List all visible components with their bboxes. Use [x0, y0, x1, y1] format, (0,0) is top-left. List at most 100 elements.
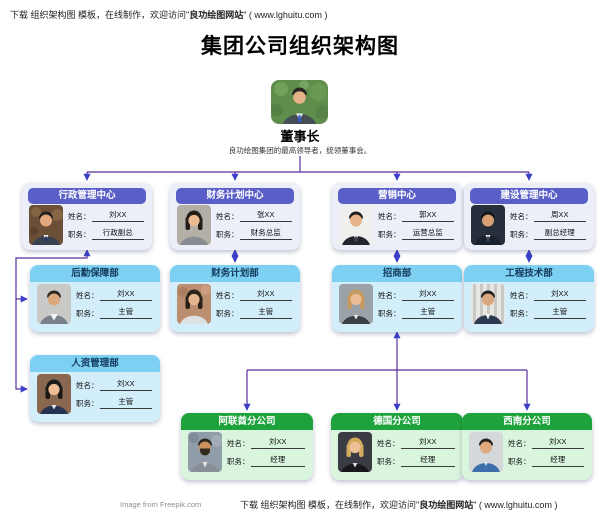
dept-header: 行政管理中心	[28, 188, 146, 204]
logistics-photo	[37, 284, 71, 324]
chairman-desc: 良功绘图集团的最高领导者，统领董事会。	[228, 146, 372, 155]
name-field: 姓名： 刘XX	[216, 290, 292, 301]
name-field: 姓名： 刘XX	[508, 438, 584, 449]
dept-card-admin-center: 行政管理中心 姓名： 刘XX 职务： 行政副总	[22, 183, 152, 250]
dept-header: 后勤保障部	[30, 265, 160, 282]
page-title: 集团公司组织架构图	[201, 35, 399, 58]
name-value: 刘XX	[401, 290, 454, 301]
marketing-center-photo	[339, 205, 373, 245]
fields: 姓名： 郭XX 职务： 运营总监	[378, 210, 454, 240]
role-value: 主管	[533, 308, 586, 319]
name-value: 刘XX	[400, 438, 455, 449]
role-field: 职务： 主管	[378, 308, 454, 319]
dept-header: 营销中心	[338, 188, 456, 204]
southwest-branch-photo	[469, 432, 503, 472]
engineering-photo	[471, 284, 505, 324]
dept-header: 人资管理部	[30, 355, 160, 372]
role-field: 职务： 运营总监	[378, 229, 454, 240]
role-value: 主管	[99, 398, 152, 409]
name-value: 刘XX	[531, 438, 584, 449]
role-label: 职务：	[76, 309, 99, 318]
footer-note: 下载 组织架构图 模板，在线制作，欢迎访问"良功绘图网站" ( www.lghu…	[240, 498, 557, 511]
name-field: 姓名： 刘XX	[76, 290, 152, 301]
hr-photo	[37, 374, 71, 414]
role-label: 职务：	[216, 230, 239, 239]
dept-card-marketing-center: 营销中心 姓名： 郭XX 职务： 运营总监	[332, 183, 462, 250]
role-label: 职务：	[378, 230, 401, 239]
role-value: 经理	[531, 456, 584, 467]
chairman-photo	[271, 80, 328, 124]
role-label: 职务：	[227, 457, 250, 466]
dept-card-body: 姓名： 郭XX 职务： 运营总监	[332, 205, 462, 245]
name-value: 刘XX	[99, 290, 152, 301]
footer-note-brand: 良功绘图网站	[419, 500, 474, 510]
dept-card-germany-branch: 德国分公司 姓名： 刘XX 职务： 经理	[331, 413, 463, 480]
finance-planning-photo	[177, 284, 211, 324]
name-field: 姓名： 张XX	[216, 211, 292, 222]
germany-branch-photo	[338, 432, 372, 472]
role-value: 主管	[401, 308, 454, 319]
investment-photo	[339, 284, 373, 324]
dept-card-body: 姓名： 刘XX 职务： 主管	[170, 284, 300, 324]
name-value: 刘XX	[91, 211, 144, 222]
name-value: 刘XX	[250, 438, 305, 449]
fields: 姓名： 刘XX 职务： 主管	[76, 289, 152, 319]
name-value: 张XX	[239, 211, 292, 222]
dept-header: 阿联酋分公司	[181, 413, 313, 430]
dept-card-body: 姓名： 刘XX 职务： 经理	[181, 432, 313, 472]
role-field: 职务： 财务总监	[216, 229, 292, 240]
role-field: 职务： 经理	[377, 456, 455, 467]
top-note-prefix: 下载 组织架构图 模板，在线制作，欢迎访问"	[10, 10, 190, 20]
name-label: 姓名：	[68, 212, 91, 221]
name-label: 姓名：	[378, 212, 401, 221]
dept-card-southwest-branch: 西南分公司 姓名： 刘XX 职务： 经理	[462, 413, 592, 480]
role-label: 职务：	[510, 230, 533, 239]
role-value: 运营总监	[401, 229, 454, 240]
name-value: 郭XX	[401, 211, 454, 222]
fields: 姓名： 张XX 职务： 财务总监	[216, 210, 292, 240]
finance-center-photo	[177, 205, 211, 245]
role-label: 职务：	[377, 457, 400, 466]
name-value: 刘XX	[99, 380, 152, 391]
chairman-title: 董事长	[280, 129, 320, 144]
role-field: 职务： 副总经理	[510, 229, 586, 240]
role-value: 主管	[239, 308, 292, 319]
dept-card-uae-branch: 阿联酋分公司 姓名： 刘XX 职务： 经理	[181, 413, 313, 480]
dept-card-finance-planning: 财务计划部 姓名： 刘XX 职务： 主管	[170, 265, 300, 332]
construction-center-photo	[471, 205, 505, 245]
role-value: 主管	[99, 308, 152, 319]
role-label: 职务：	[378, 309, 401, 318]
name-label: 姓名：	[76, 381, 99, 390]
role-field: 职务： 主管	[216, 308, 292, 319]
name-label: 姓名：	[510, 291, 533, 300]
role-value: 经理	[400, 456, 455, 467]
dept-header: 德国分公司	[331, 413, 463, 430]
fields: 姓名： 刘XX 职务： 经理	[227, 437, 305, 467]
dept-card-body: 姓名： 周XX 职务： 副总经理	[464, 205, 594, 245]
fields: 姓名： 刘XX 职务： 行政副总	[68, 210, 144, 240]
name-label: 姓名：	[377, 439, 400, 448]
fields: 姓名： 周XX 职务： 副总经理	[510, 210, 586, 240]
dept-card-construction-center: 建设管理中心 姓名： 周XX 职务： 副总经理	[464, 183, 594, 250]
dept-header: 财务计划部	[170, 265, 300, 282]
name-field: 姓名： 刘XX	[510, 290, 586, 301]
role-field: 职务： 主管	[76, 308, 152, 319]
role-field: 职务： 主管	[510, 308, 586, 319]
name-label: 姓名：	[216, 212, 239, 221]
role-field: 职务： 经理	[508, 456, 584, 467]
dept-card-hr: 人资管理部 姓名： 刘XX 职务： 主管	[30, 355, 160, 422]
name-field: 姓名： 周XX	[510, 211, 586, 222]
role-field: 职务： 经理	[227, 456, 305, 467]
role-label: 职务：	[216, 309, 239, 318]
dept-card-body: 姓名： 刘XX 职务： 主管	[332, 284, 462, 324]
name-label: 姓名：	[76, 291, 99, 300]
fields: 姓名： 刘XX 职务： 主管	[76, 379, 152, 409]
role-field: 职务： 主管	[76, 398, 152, 409]
fields: 姓名： 刘XX 职务： 经理	[508, 437, 584, 467]
name-field: 姓名： 刘XX	[377, 438, 455, 449]
dept-header: 财务计划中心	[176, 188, 294, 204]
role-value: 行政副总	[91, 229, 144, 240]
fields: 姓名： 刘XX 职务： 经理	[377, 437, 455, 467]
